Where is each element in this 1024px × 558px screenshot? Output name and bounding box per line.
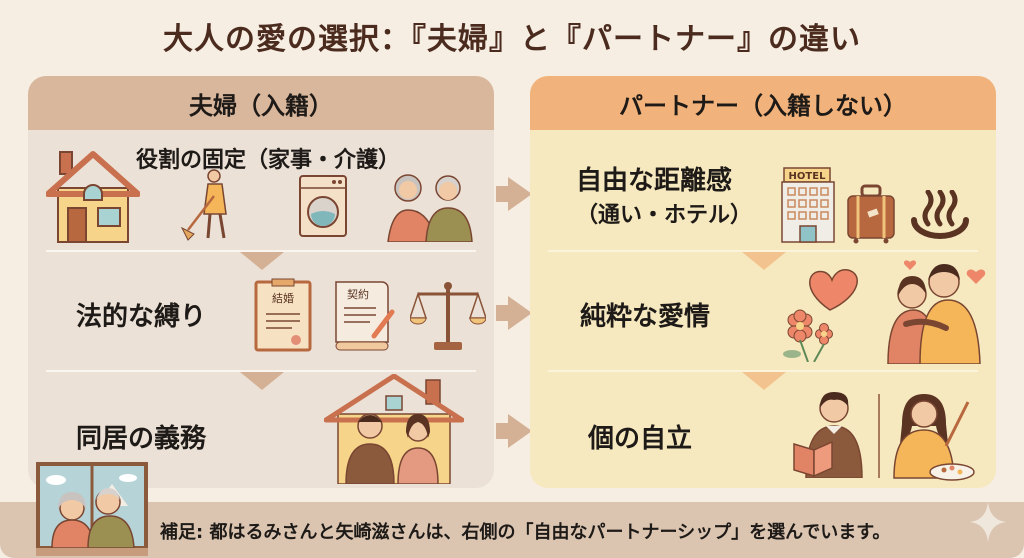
married-couple-panel: 夫婦（入籍） 役割の固定（家事・介護）	[28, 76, 494, 488]
hotel-icon: HOTEL	[781, 167, 835, 243]
hot-spring-icon	[911, 190, 969, 239]
partner-row-distance: 自由な距離感 （通い・ホテル） HOTEL	[530, 130, 996, 250]
house-icon	[46, 151, 140, 243]
scales-icon	[410, 282, 486, 350]
down-arrow-icon	[240, 372, 284, 390]
partner-row-independence: 個の自立	[530, 372, 996, 488]
down-arrow-icon	[742, 372, 786, 390]
right-arrow-icon	[496, 414, 532, 448]
row-label: 法的な縛り	[76, 302, 207, 332]
svg-text:契約: 契約	[347, 287, 369, 301]
married-row-cohabitation: 同居の義務	[28, 372, 494, 488]
marriage-certificate-icon: 結婚	[254, 278, 312, 352]
svg-text:結婚: 結婚	[272, 291, 294, 305]
hugging-couple-icon	[887, 260, 986, 364]
right-arrow-icon	[496, 296, 532, 330]
row-label: 同居の義務	[76, 424, 207, 454]
divider-line	[878, 394, 880, 478]
couple-in-house-icon	[324, 374, 464, 484]
elderly-care-icon	[387, 174, 473, 242]
contract-icon: 契約	[335, 281, 395, 351]
down-arrow-icon	[240, 252, 284, 270]
footer-note: 補足: 都はるみさんと矢崎滋さんは、右側の「自由なパートナーシップ」を選んでいま…	[160, 522, 891, 543]
sweeping-woman-icon	[180, 169, 227, 241]
partner-row-love: 純粋な愛情	[530, 252, 996, 370]
woman-painting-icon	[893, 394, 975, 481]
row-label: 役割の固定（家事・介護）	[136, 148, 401, 173]
row-label: 純粋な愛情	[580, 302, 711, 332]
man-reading-icon	[793, 392, 863, 478]
partner-panel-header: パートナー（入籍しない）	[530, 76, 996, 130]
right-arrow-icon	[496, 177, 532, 211]
row-label-line1: 自由な距離感	[576, 166, 733, 196]
row-divider	[46, 370, 476, 372]
partner-panel: パートナー（入籍しない） 自由な距離感 （通い・ホテル） HOTEL	[530, 76, 996, 488]
svg-text:HOTEL: HOTEL	[789, 171, 827, 182]
row-divider	[46, 250, 476, 252]
heart-flowers-icon	[783, 269, 858, 362]
married-row-legal: 法的な縛り 結婚 契約	[28, 252, 494, 370]
row-label: 自由な距離感 （通い・ホテル）	[576, 160, 752, 229]
elderly-couple-window-icon	[36, 462, 148, 556]
row-label-line2: （通い・ホテル）	[576, 203, 753, 228]
married-row-roles: 役割の固定（家事・介護）	[28, 130, 494, 250]
row-divider	[548, 370, 978, 372]
washing-machine-icon	[299, 175, 347, 237]
married-panel-header: 夫婦（入籍）	[28, 76, 494, 130]
footer-note-bar: 補足: 都はるみさんと矢崎滋さんは、右側の「自由なパートナーシップ」を選んでいま…	[0, 502, 1024, 558]
row-divider	[548, 250, 978, 252]
page-title: 大人の愛の選択：『夫婦』と『パートナー』の違い	[163, 22, 861, 57]
sparkle-icon	[970, 502, 1006, 542]
suitcase-icon	[847, 184, 895, 244]
down-arrow-icon	[742, 252, 786, 270]
row-label: 個の自立	[588, 424, 693, 454]
